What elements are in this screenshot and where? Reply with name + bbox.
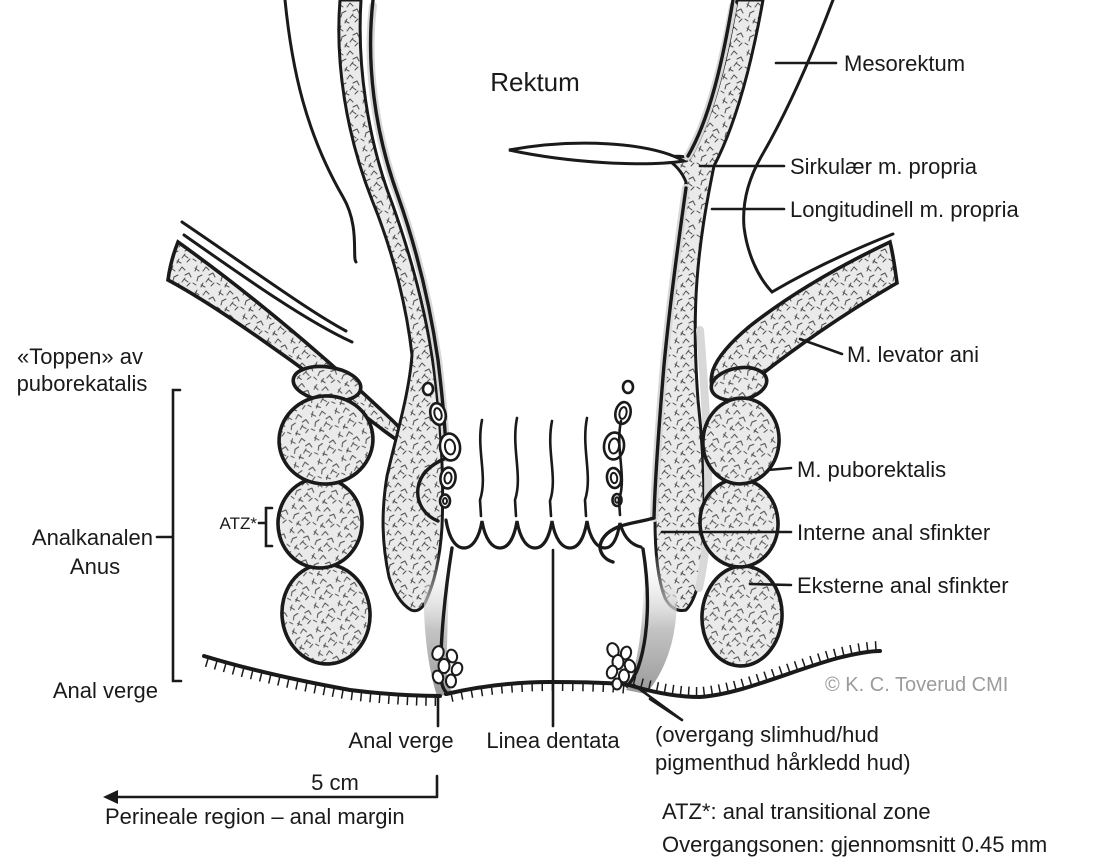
hemorrhoidal-vessels-left — [421, 381, 462, 509]
levator-fascia-left-upper — [180, 220, 348, 333]
label-atz-note: ATZ*: anal transitional zone — [662, 799, 931, 824]
leader-lines — [103, 61, 844, 804]
label-interne-anal-sfinkter: Interne anal sfinkter — [797, 520, 990, 545]
longitudinal-muscle-strip-right — [695, 326, 713, 592]
leader-eksterne — [748, 582, 793, 587]
mesorectal-fascia-line — [742, 0, 835, 294]
label-perineale-region: Perineale region – anal margin — [105, 804, 405, 829]
label-atz: ATZ* — [220, 514, 258, 533]
anal-canal-shading-right — [626, 549, 677, 694]
skin-hair-ticks — [204, 641, 877, 707]
label-anus: Anus — [70, 554, 120, 579]
anal-verge-arch — [444, 679, 631, 696]
anal-canal-wall-right — [625, 547, 650, 688]
label-m-puborektalis: M. puborektalis — [797, 457, 946, 482]
vessel-cluster-left — [431, 645, 464, 689]
leader-puborektalis — [766, 466, 793, 472]
rectal-wall-left-muscle — [337, 0, 445, 613]
external-sphincter-left-middle — [276, 476, 364, 570]
levator-fascia-left-lower — [182, 233, 354, 344]
label-analkanalen: Analkanalen — [32, 525, 153, 550]
perianal-skin-right — [627, 649, 882, 700]
label-scale-5cm: 5 cm — [311, 770, 359, 795]
external-sphincter-right-lower — [700, 564, 784, 668]
mucosa-line-left — [368, 0, 448, 523]
label-overgang-note: Overgangsonen: gjennomsnitt 0.45 mm — [662, 832, 1047, 857]
perianal-skin-left — [202, 654, 442, 698]
label-overgang-line1: (overgang slimhud/hud — [655, 722, 879, 747]
label-eksterne-anal-sfinkter: Eksterne anal sfinkter — [797, 573, 1009, 598]
leader-overgang — [632, 683, 684, 722]
label-toppen-line2: puborekatalis — [17, 371, 148, 396]
bracket-anal-canal — [155, 388, 183, 683]
puborectalis-right-bump — [701, 396, 781, 486]
puborectalis-left-bump — [277, 394, 375, 486]
label-toppen-line1: «Toppen» av — [17, 344, 143, 369]
leader-levator — [798, 337, 844, 356]
levator-fascia-right — [770, 232, 895, 294]
bracket-atz — [257, 506, 274, 548]
scale-bar-line — [114, 774, 439, 799]
label-overgang-line2: pigmenthud hårkledd hud) — [655, 750, 911, 775]
dentate-line-scallops — [444, 518, 643, 550]
label-copyright: © K. C. Toverud CMI — [825, 674, 1008, 696]
peritoneal-fold — [508, 141, 689, 166]
outer-fascia-line-left — [283, 0, 358, 264]
label-sirkulaer-m-propria: Sirkulær m. propria — [790, 154, 978, 179]
hemorrhoidal-vessels-right — [602, 379, 635, 508]
label-rektum: Rektum — [490, 67, 580, 97]
vessel-cluster-right — [605, 642, 637, 691]
anal-columns — [478, 416, 624, 518]
label-anal-verge-left: Anal verge — [53, 678, 158, 703]
label-m-levator-ani: M. levator ani — [847, 342, 979, 367]
label-mesorektum: Mesorektum — [844, 51, 965, 76]
label-linea-dentata: Linea dentata — [486, 728, 620, 753]
label-anal-verge-bottom: Anal verge — [348, 728, 453, 753]
scale-arrowhead — [103, 790, 118, 804]
external-sphincter-left-lower — [280, 562, 372, 666]
label-longitudinell-m-propria: Longitudinell m. propria — [790, 197, 1019, 222]
